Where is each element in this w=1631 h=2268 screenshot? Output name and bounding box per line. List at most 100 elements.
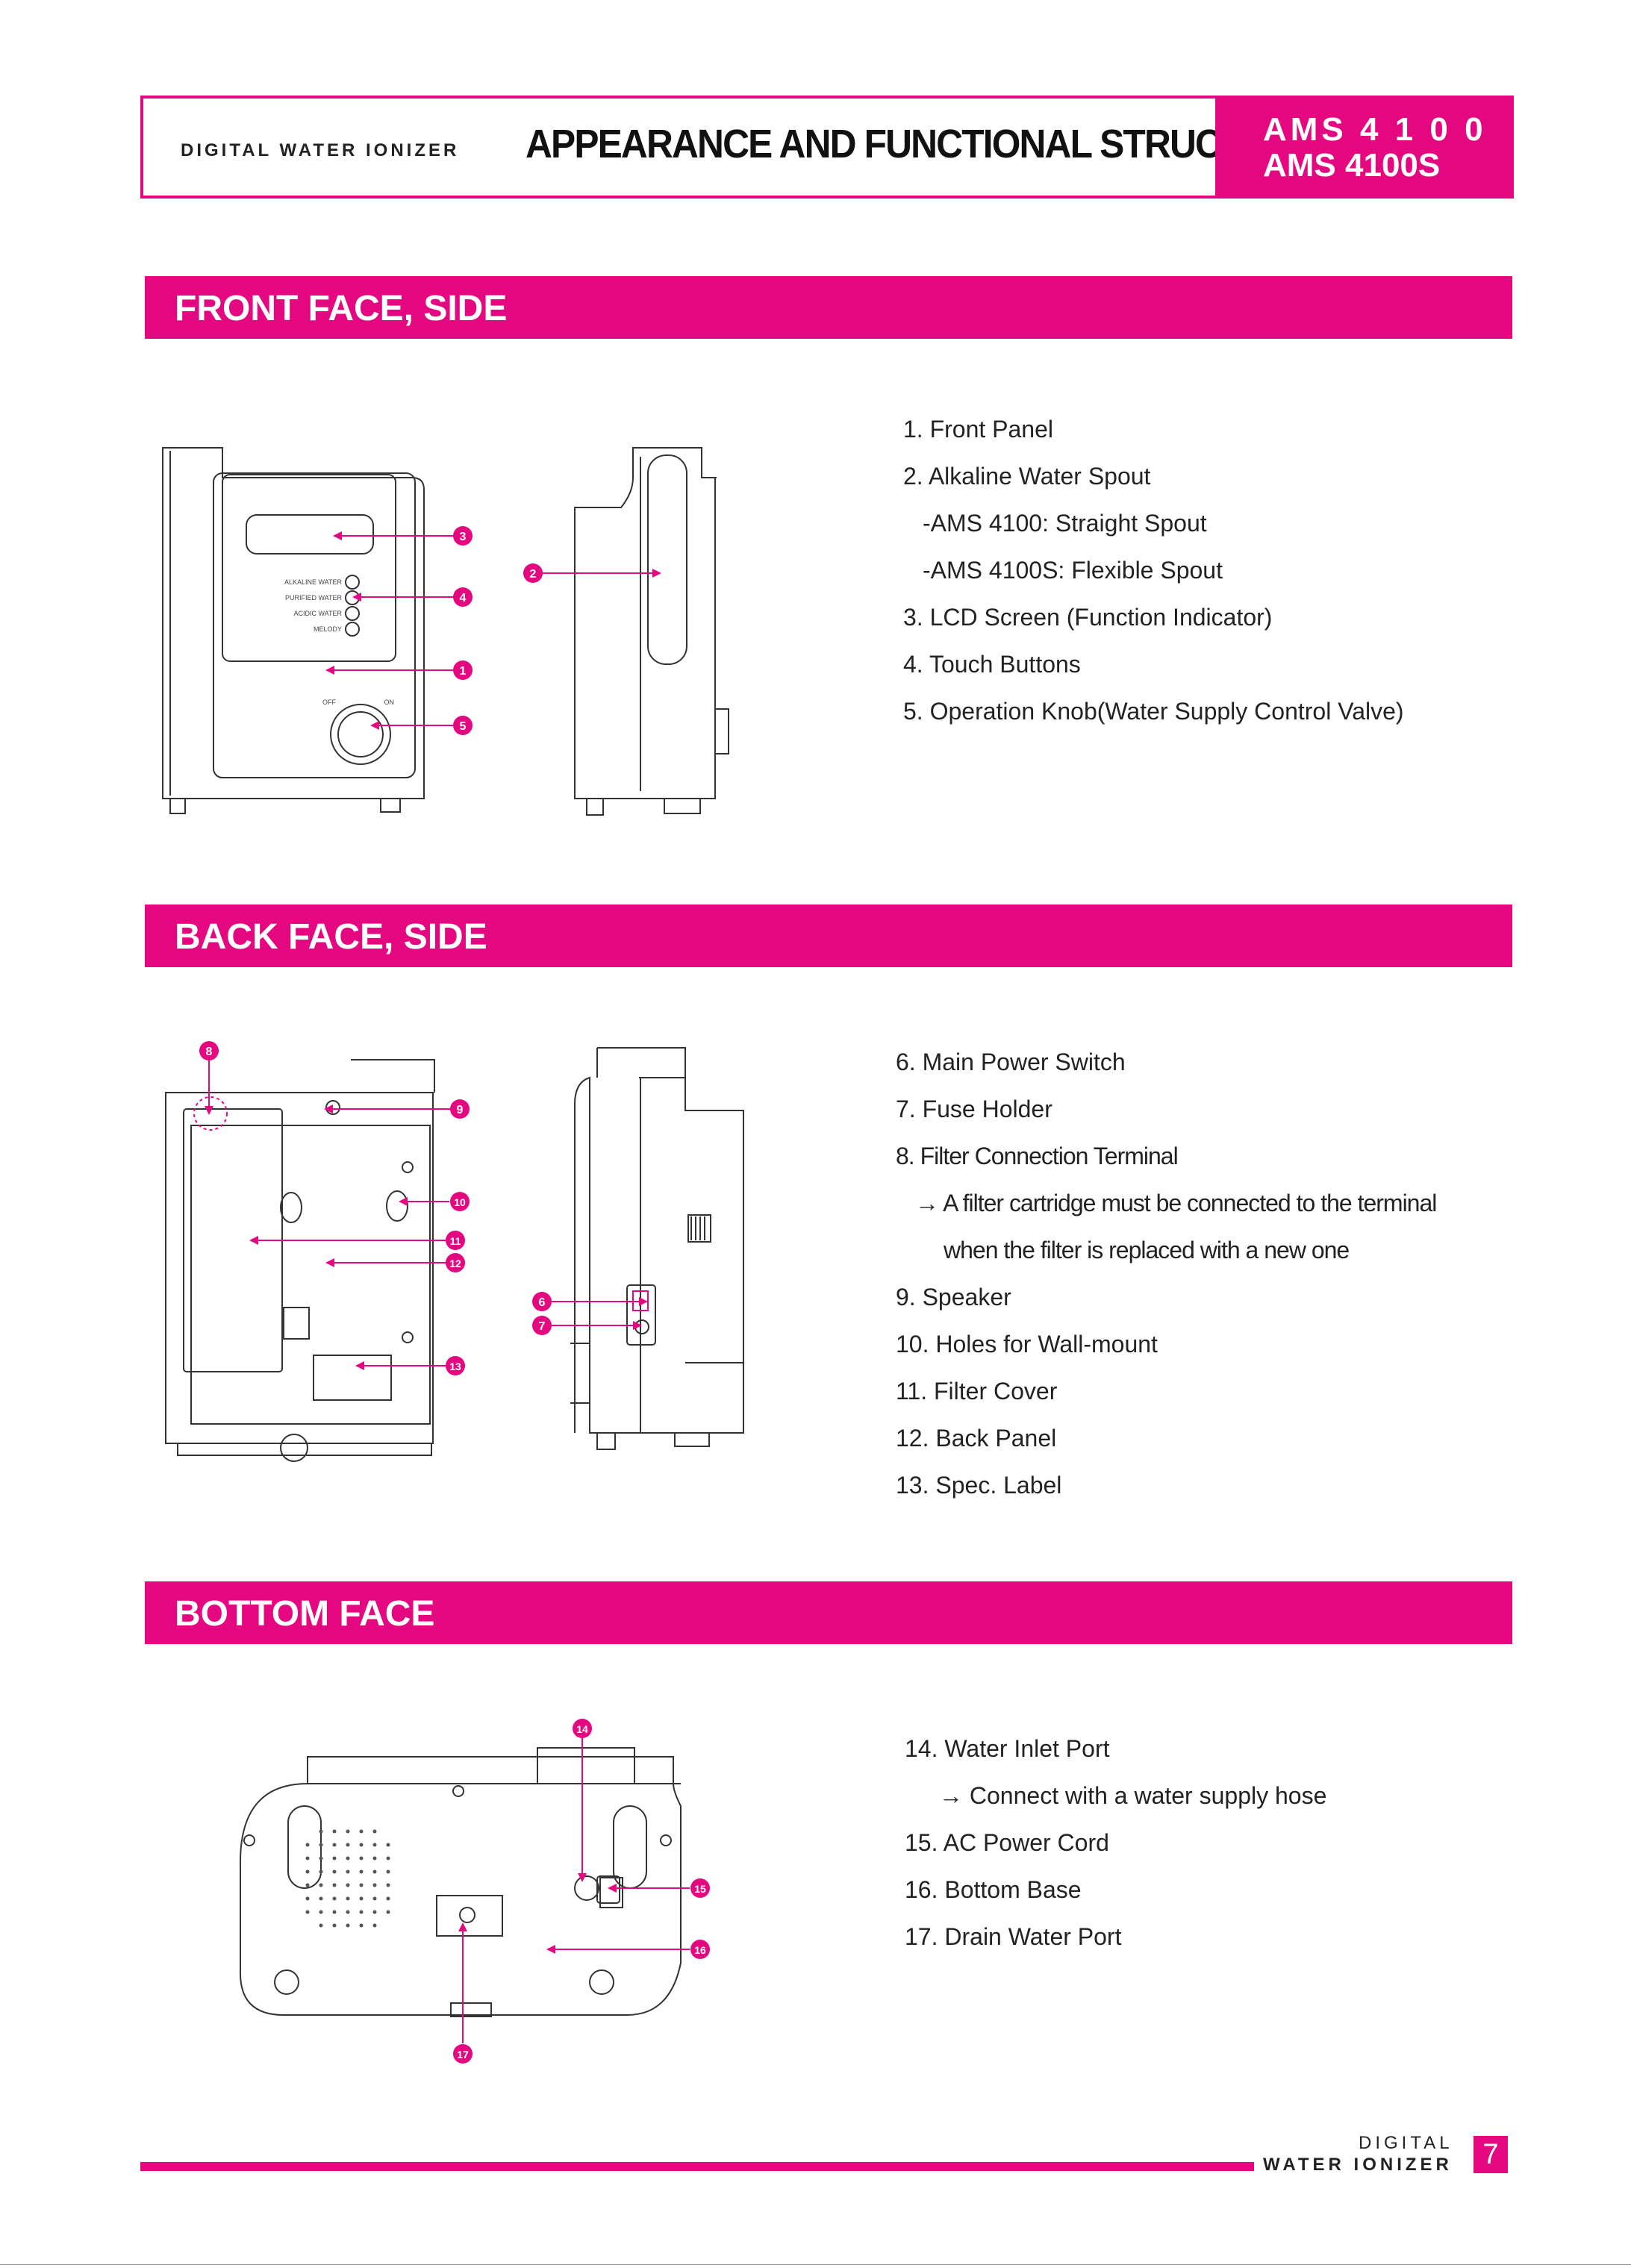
- callout-16: 16: [694, 1944, 706, 1956]
- speaker-dot: [305, 1910, 310, 1914]
- front-items-list: 1. Front Panel 2. Alkaline Water Spout -…: [903, 406, 1404, 735]
- speaker-dot: [346, 1829, 350, 1834]
- callout-10: 10: [454, 1196, 466, 1208]
- speaker-dot: [372, 1843, 377, 1847]
- speaker-dot: [359, 1869, 364, 1874]
- speaker-dot: [372, 1829, 377, 1834]
- speaker-dot: [359, 1910, 364, 1914]
- callout-4: 4: [460, 592, 467, 605]
- speaker-dot: [386, 1856, 390, 1861]
- page-header: DIGITAL WATER IONIZER APPEARANCE AND FUN…: [140, 96, 1514, 199]
- callout-14: 14: [576, 1723, 588, 1735]
- speaker-dot: [346, 1910, 350, 1914]
- knob-label-off: OFF: [322, 699, 336, 706]
- speaker-dot: [359, 1896, 364, 1901]
- speaker-dot: [386, 1869, 390, 1874]
- callout-13: 13: [449, 1361, 461, 1372]
- header-title: APPEARANCE AND FUNCTIONAL STRUCTURE: [526, 122, 1317, 166]
- back-item-8-note-cont: when the filter is replaced with a new o…: [944, 1237, 1350, 1263]
- back-item-9: 9. Speaker: [896, 1284, 1011, 1310]
- speaker-dot: [319, 1829, 323, 1834]
- speaker-dot: [372, 1883, 377, 1887]
- speaker-dot: [319, 1923, 323, 1928]
- bottom-item-14: 14. Water Inlet Port: [905, 1735, 1110, 1762]
- front-item-4: 4. Touch Buttons: [903, 651, 1081, 678]
- footer-brand-line-1: DIGITAL: [1359, 2133, 1453, 2153]
- speaker-dot: [346, 1856, 350, 1861]
- footer-rule: [140, 2162, 1254, 2171]
- speaker-dot: [305, 1896, 310, 1901]
- speaker-dot: [305, 1843, 310, 1847]
- callout-15: 15: [694, 1883, 706, 1895]
- speaker-dot: [332, 1883, 337, 1887]
- back-item-8: 8. Filter Connection Terminal: [896, 1143, 1179, 1169]
- speaker-dot: [386, 1910, 390, 1914]
- front-item-3: 3. LCD Screen (Function Indicator): [903, 604, 1273, 631]
- bottom-item-15: 15. AC Power Cord: [905, 1829, 1109, 1856]
- callout-12: 12: [449, 1258, 461, 1269]
- callout-9: 9: [457, 1104, 464, 1116]
- section-title-front: FRONT FACE, SIDE: [175, 289, 508, 328]
- header-brand: DIGITAL WATER IONIZER: [181, 140, 460, 160]
- speaker-dot: [305, 1856, 310, 1861]
- back-view-drawing: [165, 1059, 435, 1462]
- model-1: AMS 4 1 0 0: [1263, 111, 1487, 148]
- back-item-13: 13. Spec. Label: [896, 1472, 1062, 1499]
- back-items-list: 6. Main Power Switch 7. Fuse Holder 8. F…: [896, 1039, 1437, 1509]
- speaker-dot: [305, 1869, 310, 1874]
- model-2: AMS 4100S: [1263, 147, 1441, 184]
- section-title-back: BACK FACE, SIDE: [175, 917, 487, 957]
- back-item-12: 12. Back Panel: [896, 1425, 1057, 1452]
- page-edge-rule: [0, 2264, 1631, 2265]
- back-item-10: 10. Holes for Wall-mount: [896, 1331, 1158, 1358]
- callout-17: 17: [457, 2049, 469, 2061]
- speaker-dot: [332, 1869, 337, 1874]
- header-models: AMS 4 1 0 0 AMS 4100S: [1215, 96, 1514, 199]
- speaker-dot: [372, 1869, 377, 1874]
- speaker-dot: [359, 1856, 364, 1861]
- speaker-dot: [319, 1869, 323, 1874]
- section-title-bottom: BOTTOM FACE: [175, 1594, 435, 1634]
- knob-label-on: ON: [384, 699, 395, 706]
- footer-brand-line-2: WATER IONIZER: [1263, 2155, 1453, 2175]
- panel-label-melody: MELODY: [314, 625, 342, 633]
- speaker-dot: [319, 1896, 323, 1901]
- speaker-dot: [372, 1896, 377, 1901]
- speaker-dot: [319, 1910, 323, 1914]
- speaker-dot: [346, 1883, 350, 1887]
- speaker-dot: [372, 1923, 377, 1928]
- front-item-2a: -AMS 4100: Straight Spout: [923, 510, 1207, 537]
- callout-3: 3: [460, 531, 467, 543]
- callout-6: 6: [539, 1296, 546, 1309]
- speaker-dot: [319, 1843, 323, 1847]
- section-band-back: BACK FACE, SIDE: [145, 905, 1512, 967]
- speaker-dot: [305, 1883, 310, 1887]
- speaker-dot: [332, 1829, 337, 1834]
- panel-label-alkaline: ALKALINE WATER: [284, 578, 343, 586]
- front-item-2b: -AMS 4100S: Flexible Spout: [923, 557, 1223, 584]
- speaker-dot: [332, 1843, 337, 1847]
- callout-8: 8: [206, 1046, 213, 1058]
- panel-label-purified: PURIFIED WATER: [285, 594, 342, 602]
- speaker-dot: [346, 1923, 350, 1928]
- page-number: 7: [1473, 2136, 1508, 2173]
- callout-7: 7: [539, 1320, 546, 1333]
- section-band-front: FRONT FACE, SIDE: [145, 276, 1512, 339]
- back-item-6: 6. Main Power Switch: [896, 1049, 1126, 1075]
- callout-1: 1: [460, 665, 467, 678]
- bottom-view-drawing: [239, 1747, 682, 2017]
- callout-11: 11: [450, 1235, 461, 1247]
- bottom-item-14-note: → Connect with a water supply hose: [939, 1782, 1327, 1809]
- speaker-dot: [386, 1883, 390, 1887]
- back-item-7: 7. Fuse Holder: [896, 1096, 1052, 1122]
- speaker-dot: [332, 1923, 337, 1928]
- speaker-dot: [386, 1896, 390, 1901]
- speaker-dot: [359, 1883, 364, 1887]
- speaker-dot: [346, 1869, 350, 1874]
- speaker-dot: [359, 1843, 364, 1847]
- section-band-bottom: BOTTOM FACE: [145, 1581, 1512, 1644]
- speaker-dot: [372, 1910, 377, 1914]
- bottom-item-17: 17. Drain Water Port: [905, 1923, 1122, 1950]
- front-side-view-drawing: [574, 447, 729, 816]
